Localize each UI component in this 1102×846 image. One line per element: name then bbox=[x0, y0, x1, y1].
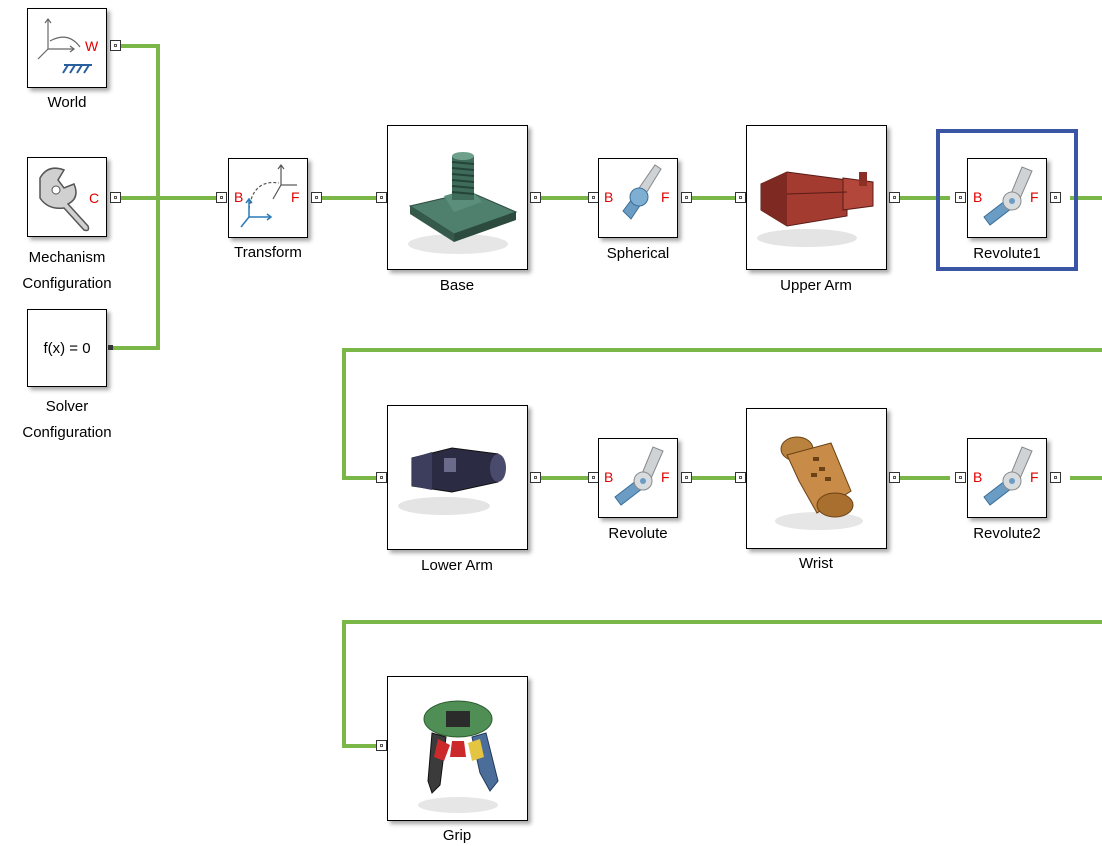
spherical-label[interactable]: Spherical bbox=[606, 245, 670, 262]
revolute2-port-b[interactable] bbox=[955, 472, 966, 483]
grip-part-icon bbox=[418, 700, 499, 813]
lower-arm-label[interactable]: Lower Arm bbox=[421, 557, 493, 574]
base-port-out[interactable] bbox=[530, 192, 541, 203]
spherical-block[interactable]: B F bbox=[598, 158, 678, 238]
port-label-b: B bbox=[973, 189, 983, 205]
grip-port-in[interactable] bbox=[376, 740, 387, 751]
lower-arm-port-in[interactable] bbox=[376, 472, 387, 483]
upper-arm-port-in[interactable] bbox=[735, 192, 746, 203]
world-label[interactable]: World bbox=[47, 94, 87, 111]
wrist-part-icon bbox=[775, 436, 863, 530]
transform-port-f[interactable] bbox=[311, 192, 322, 203]
transform-label[interactable]: Transform bbox=[234, 244, 302, 261]
revolute-port-f[interactable] bbox=[681, 472, 692, 483]
port-label-b: B bbox=[604, 469, 614, 485]
revolute-block[interactable]: B F bbox=[598, 438, 678, 518]
selection-highlight bbox=[936, 129, 1078, 271]
spherical-port-f[interactable] bbox=[681, 192, 692, 203]
wrist-label[interactable]: Wrist bbox=[799, 555, 833, 572]
lower-arm-block[interactable] bbox=[387, 405, 528, 550]
port-label-f: F bbox=[1030, 189, 1039, 205]
solver-port[interactable] bbox=[108, 345, 113, 350]
revolute-label[interactable]: Revolute bbox=[608, 525, 668, 542]
world-block[interactable]: W bbox=[27, 8, 107, 88]
wrist-block[interactable] bbox=[746, 408, 887, 549]
port-label-w: W bbox=[85, 38, 99, 54]
port-label-f: F bbox=[661, 469, 670, 485]
base-part-icon bbox=[408, 152, 518, 254]
revolute-joint-icon bbox=[614, 446, 664, 506]
revolute1-label[interactable]: Revolute1 bbox=[973, 245, 1041, 262]
wrist-port-in[interactable] bbox=[735, 472, 746, 483]
lower-arm-port-out[interactable] bbox=[530, 472, 541, 483]
mechanism-port-c[interactable] bbox=[110, 192, 121, 203]
revolute2-label[interactable]: Revolute2 bbox=[973, 525, 1041, 542]
port-label-b: B bbox=[604, 189, 614, 205]
port-label-b: B bbox=[234, 189, 244, 205]
base-port-in[interactable] bbox=[376, 192, 387, 203]
wrench-icon bbox=[39, 167, 90, 232]
port-label-c: C bbox=[89, 190, 100, 206]
revolute-joint-icon bbox=[983, 446, 1033, 506]
revolute2-port-f[interactable] bbox=[1050, 472, 1061, 483]
grip-block[interactable] bbox=[387, 676, 528, 821]
revolute1-port-b[interactable] bbox=[955, 192, 966, 203]
rigid-transform-icon bbox=[240, 164, 297, 228]
solver-configuration-block[interactable]: f(x) = 0 bbox=[27, 309, 107, 387]
revolute1-block[interactable]: B F bbox=[967, 158, 1047, 238]
base-label[interactable]: Base bbox=[439, 277, 475, 294]
revolute-joint-icon bbox=[983, 166, 1033, 226]
transform-port-b[interactable] bbox=[216, 192, 227, 203]
lower-arm-part-icon bbox=[398, 447, 506, 515]
grip-label[interactable]: Grip bbox=[442, 827, 472, 844]
mechanism-configuration-label[interactable]: Mechanism Configuration bbox=[22, 249, 112, 292]
port-label-f: F bbox=[291, 189, 300, 205]
upper-arm-port-out[interactable] bbox=[889, 192, 900, 203]
solver-configuration-label[interactable]: Solver Configuration bbox=[22, 398, 112, 441]
wrist-port-out[interactable] bbox=[889, 472, 900, 483]
port-label-f: F bbox=[661, 189, 670, 205]
upper-arm-label[interactable]: Upper Arm bbox=[780, 277, 852, 294]
world-port-w[interactable] bbox=[110, 40, 121, 51]
spherical-joint-icon bbox=[622, 164, 662, 220]
upper-arm-block[interactable] bbox=[746, 125, 887, 270]
port-label-b: B bbox=[973, 469, 983, 485]
revolute2-block[interactable]: B F bbox=[967, 438, 1047, 518]
revolute1-port-f[interactable] bbox=[1050, 192, 1061, 203]
upper-arm-part-icon bbox=[757, 171, 874, 247]
base-block[interactable] bbox=[387, 125, 528, 270]
solver-equation-text: f(x) = 0 bbox=[43, 339, 91, 357]
world-frame-icon bbox=[37, 18, 92, 74]
mechanism-configuration-block[interactable]: C bbox=[27, 157, 107, 237]
transform-block[interactable]: B F bbox=[228, 158, 308, 238]
port-label-f: F bbox=[1030, 469, 1039, 485]
